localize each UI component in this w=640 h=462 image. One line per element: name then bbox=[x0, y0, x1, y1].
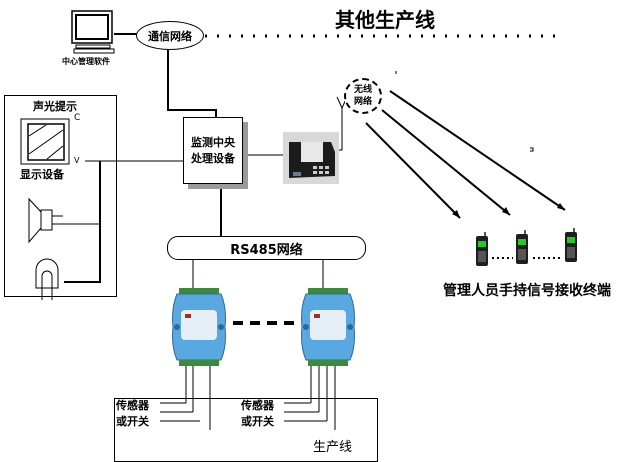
link-lamp bbox=[64, 161, 101, 283]
wireless-arrow-3 bbox=[389, 90, 566, 211]
handset-receiver-icon bbox=[565, 228, 577, 262]
radio-transmitter-icon[interactable] bbox=[283, 132, 339, 184]
wireless-arrow-2 bbox=[381, 109, 511, 216]
wireless-arrow-1 bbox=[365, 122, 461, 219]
sensor-label-2: 传感器 bbox=[241, 399, 274, 412]
handset-receiver-icon bbox=[476, 232, 488, 266]
switch-label-2: 或开关 bbox=[241, 415, 274, 428]
comm-network-node[interactable]: 通信网络 bbox=[136, 21, 204, 50]
comm-network-label: 通信网络 bbox=[148, 29, 192, 43]
wireless-network-node[interactable]: 无线 网络 bbox=[344, 78, 382, 114]
cpu-label-line2: 处理设备 bbox=[191, 151, 235, 165]
io-module-icon[interactable] bbox=[171, 288, 227, 366]
computer-label: 中心管理软件 bbox=[62, 57, 110, 66]
handset-receiver-icon bbox=[516, 230, 528, 264]
cpu-label-line1: 监测中央 bbox=[191, 135, 235, 149]
production-line-label: 生产线 bbox=[313, 440, 353, 455]
rs485-label: RS485网络 bbox=[230, 242, 303, 258]
other-production-lines-title: 其他生产线 bbox=[335, 8, 435, 32]
io-module-icon[interactable] bbox=[300, 288, 356, 366]
display-mark-c: C bbox=[74, 113, 81, 123]
wireless-label-line1: 无线 bbox=[353, 85, 372, 95]
rs485-network[interactable]: RS485网络 bbox=[167, 236, 366, 260]
receivers-label: 管理人员手持信号接收终端 bbox=[443, 283, 611, 299]
link-network-cpu bbox=[167, 48, 217, 117]
display-mark-v: V bbox=[74, 156, 80, 165]
alarm-panel bbox=[4, 95, 117, 297]
alarm-panel-title: 声光提示 bbox=[33, 100, 77, 113]
speaker-icon bbox=[28, 197, 63, 244]
display-label: 显示设备 bbox=[20, 168, 64, 181]
display-icon bbox=[20, 118, 70, 165]
switch-label-1: 或开关 bbox=[116, 415, 149, 428]
computer-monitor-icon bbox=[71, 10, 115, 54]
wireless-label-line2: 网络 bbox=[353, 97, 372, 107]
central-processing-unit[interactable]: 监测中央 处理设备 bbox=[183, 117, 243, 184]
sensor-label-1: 传感器 bbox=[116, 399, 149, 412]
lamp-icon bbox=[35, 258, 59, 300]
